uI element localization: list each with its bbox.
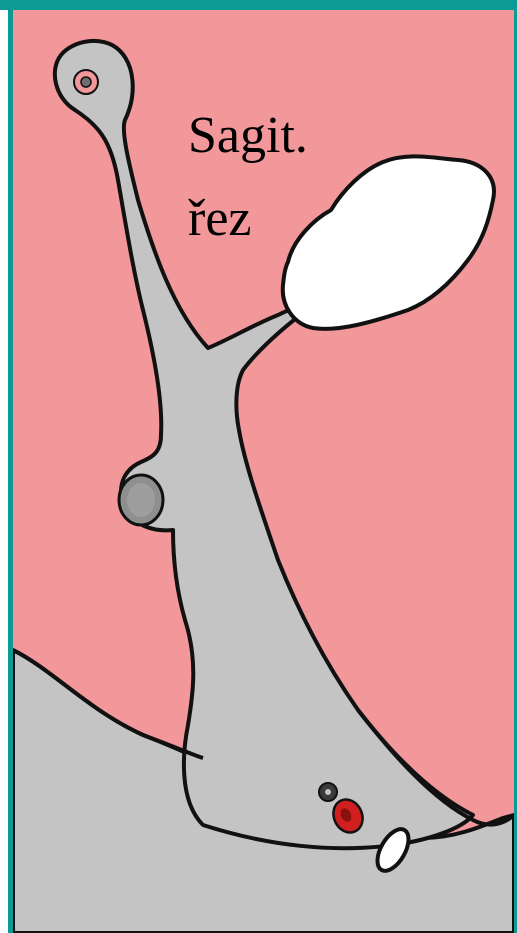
granular-cell-texture [127, 483, 155, 517]
small-dark-cell-core [325, 789, 331, 795]
top-nucleus-core [81, 77, 91, 87]
frame-top-border [0, 0, 517, 10]
label-sagittal-line1: Sagit. [188, 110, 308, 162]
label-sagittal-line2: řez [188, 193, 251, 245]
